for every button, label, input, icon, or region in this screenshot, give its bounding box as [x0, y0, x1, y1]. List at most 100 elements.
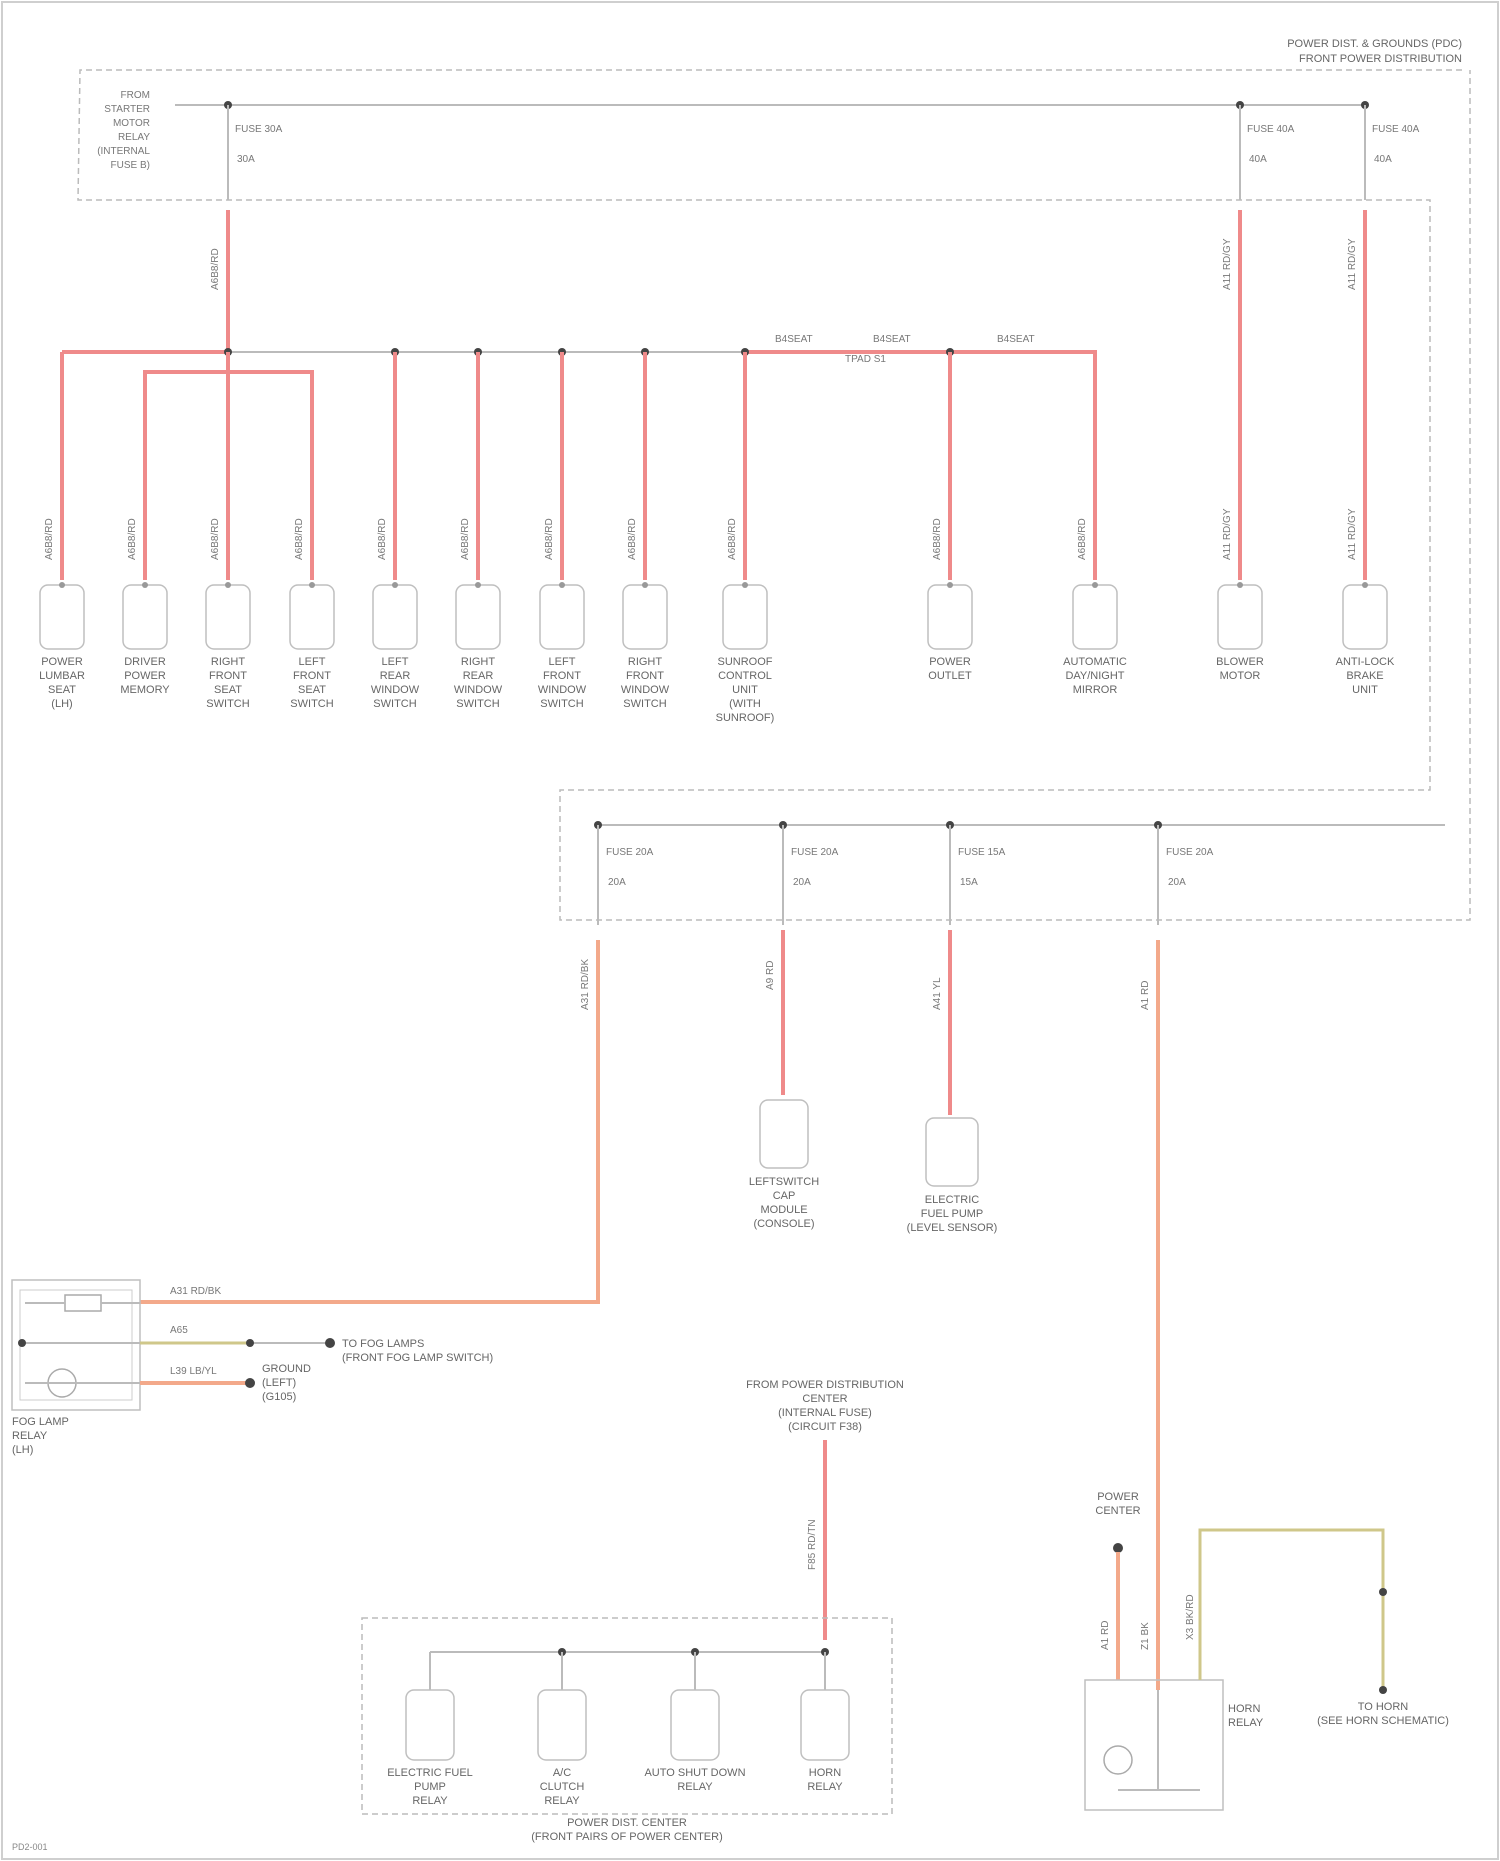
pin-dot — [59, 582, 65, 588]
component-label: SWITCH — [540, 698, 583, 710]
lower-wire-label-4: A1 RD — [1140, 981, 1151, 1010]
drop-wire-label: A6B8/RD — [294, 518, 305, 560]
lower-wire-label-1: A31 RD/BK — [580, 959, 591, 1010]
relay-right-top-1: POWER — [1097, 1491, 1139, 1503]
drop-wire-label: A6B8/RD — [210, 518, 221, 560]
pdc-outline — [78, 70, 1470, 920]
relay-right-label-1: HORN — [1228, 1703, 1260, 1715]
lower-wire-label-3: A41 YL — [932, 977, 943, 1010]
fuse-rating: 15A — [960, 877, 978, 888]
fuse-rating: 40A — [1374, 154, 1392, 165]
comp-line: (CONSOLE) — [753, 1218, 814, 1230]
splice-dot — [1379, 1588, 1387, 1596]
drop-wire-label: A6B8/RD — [44, 518, 55, 560]
component-label: FRONT — [209, 670, 247, 682]
component-label: LEFT — [299, 656, 326, 668]
component-label: POWER — [929, 656, 971, 668]
drop-wire-label: A6B8/RD — [727, 518, 738, 560]
upper-drops: A6B8/RD A6B8/RD A6B8/RD A6B8/RD A6B8/RD A6B8/… — [44, 348, 1358, 580]
relay-box — [12, 1280, 140, 1410]
ground-dot — [245, 1378, 255, 1388]
center-wire-label: F85 RD/TN — [807, 1519, 818, 1570]
pin-dot — [1092, 582, 1098, 588]
upper-component: AUTOMATICDAY/NIGHTMIRROR — [1063, 582, 1127, 696]
lower-wire-label-2: A9 RD — [765, 961, 776, 990]
relay-right-wire-label-1: A1 RD — [1100, 1621, 1111, 1650]
drop-wire-label: A6B8/RD — [627, 518, 638, 560]
relay-label: HORN — [809, 1767, 841, 1779]
component-label: SWITCH — [623, 698, 666, 710]
module-body — [760, 1100, 808, 1168]
component-label: CONTROL — [718, 670, 772, 682]
pin-dot — [1362, 582, 1368, 588]
connector-dot — [1113, 1543, 1123, 1553]
relay-left: FOG LAMP RELAY (LH) — [12, 1280, 140, 1456]
comp-line: FUEL PUMP — [921, 1208, 984, 1220]
upper-component: POWER OUTLET — [928, 582, 972, 682]
pin-dot — [559, 582, 565, 588]
relay-right-end-2: (SEE HORN SCHEMATIC) — [1317, 1715, 1449, 1727]
relay-left-wire-1: A31 RD/BK — [170, 1286, 221, 1297]
comp-line: LEFTSWITCH — [749, 1176, 819, 1188]
relay-label-3: (LH) — [12, 1444, 33, 1456]
component-label: MIRROR — [1073, 684, 1118, 696]
relay-body — [671, 1690, 719, 1760]
riser-label-2: A11 RD/GY — [1222, 238, 1233, 290]
relay-body — [538, 1690, 586, 1760]
component-label: SWITCH — [456, 698, 499, 710]
fuse-u3: FUSE 40A 40A — [1361, 101, 1420, 200]
lower-fuses: FUSE 20A20AFUSE 20A20AFUSE 15A15AFUSE 20… — [594, 821, 1214, 925]
relay-label: RELAY — [677, 1781, 713, 1793]
relay-label: ELECTRIC FUEL — [387, 1767, 473, 1779]
component-body — [290, 585, 334, 649]
component-label: LEFT — [382, 656, 409, 668]
relay-label: RELAY — [544, 1795, 580, 1807]
drop-wire-label: A6B8/RD — [460, 518, 471, 560]
relay-label: AUTO SHUT DOWN — [644, 1767, 745, 1779]
relay-left-end-1a: TO FOG LAMPS — [342, 1338, 424, 1350]
fuse-u2: FUSE 40A 40A — [1236, 101, 1295, 200]
relay-label-2: RELAY — [12, 1430, 48, 1442]
component-label: SUNROOF — [718, 656, 773, 668]
component-label: SEAT — [214, 684, 242, 696]
relay-group-caption-1: POWER DIST. CENTER — [567, 1817, 687, 1829]
component-label: MEMORY — [120, 684, 170, 696]
relay-right-yellow-wire — [1200, 1530, 1383, 1690]
component-label: REAR — [463, 670, 494, 682]
relay-label: A/C — [553, 1767, 571, 1779]
pin-dot — [225, 582, 231, 588]
fuse-rating: 20A — [1168, 877, 1186, 888]
component-body — [373, 585, 417, 649]
relay-label: PUMP — [414, 1781, 446, 1793]
pin-dot — [642, 582, 648, 588]
relay-left-end-2a: GROUND — [262, 1363, 311, 1375]
relay-switch-icon — [1104, 1746, 1132, 1774]
relay-label: RELAY — [807, 1781, 843, 1793]
pin-dot — [392, 582, 398, 588]
upper-component: DRIVERPOWERMEMORY — [120, 582, 170, 696]
relay-label: RELAY — [412, 1795, 448, 1807]
drop-wire-label: A6B8/RD — [377, 518, 388, 560]
relay-body — [801, 1690, 849, 1760]
relay-left-end-1b: (FRONT FOG LAMP SWITCH) — [342, 1352, 493, 1364]
relay-right-top-2: CENTER — [1095, 1505, 1140, 1517]
component-body — [540, 585, 584, 649]
relay-left-wire-3: L39 LB/YL — [170, 1366, 217, 1377]
fuse-rating: 20A — [793, 877, 811, 888]
component-label: LEFT — [549, 656, 576, 668]
footer-code: PD2-001 — [12, 1842, 48, 1852]
component-label: OUTLET — [928, 670, 972, 682]
fuse-name: FUSE 15A — [958, 847, 1006, 858]
component-body — [1343, 585, 1387, 649]
source-line1: FROM — [121, 90, 150, 101]
component-label: MOTOR — [1220, 670, 1261, 682]
lower-component-1: LEFTSWITCH CAP MODULE (CONSOLE) — [749, 1100, 819, 1230]
component-body — [623, 585, 667, 649]
component-label: ANTI-LOCK — [1336, 656, 1395, 668]
relay-right-wire-label-3: X3 BK/RD — [1185, 1594, 1196, 1640]
component-label: UNIT — [1352, 684, 1378, 696]
relay-label-1: FOG LAMP — [12, 1416, 69, 1428]
